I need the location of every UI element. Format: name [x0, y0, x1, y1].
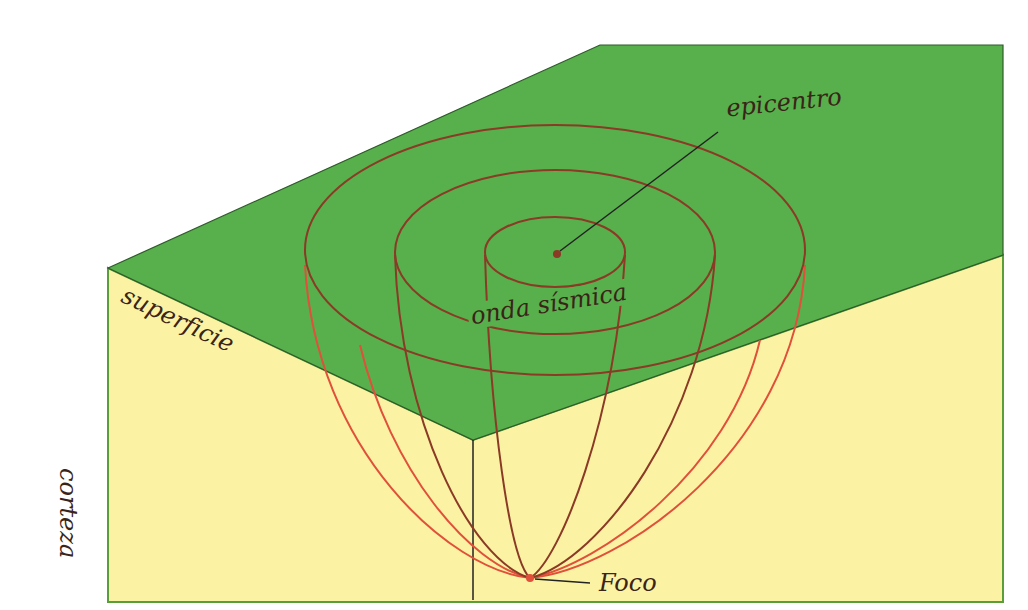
crust-label: corteza	[55, 465, 81, 561]
wave-rays	[305, 265, 805, 578]
block-edge	[472, 440, 474, 600]
leader-line	[535, 579, 590, 583]
focus-dot	[526, 574, 534, 582]
seismic-waves	[305, 125, 805, 578]
focus-label: Foco	[596, 570, 660, 596]
surface-plane	[108, 45, 1003, 440]
epicenter-dot	[553, 250, 561, 258]
leader-line	[560, 132, 718, 251]
